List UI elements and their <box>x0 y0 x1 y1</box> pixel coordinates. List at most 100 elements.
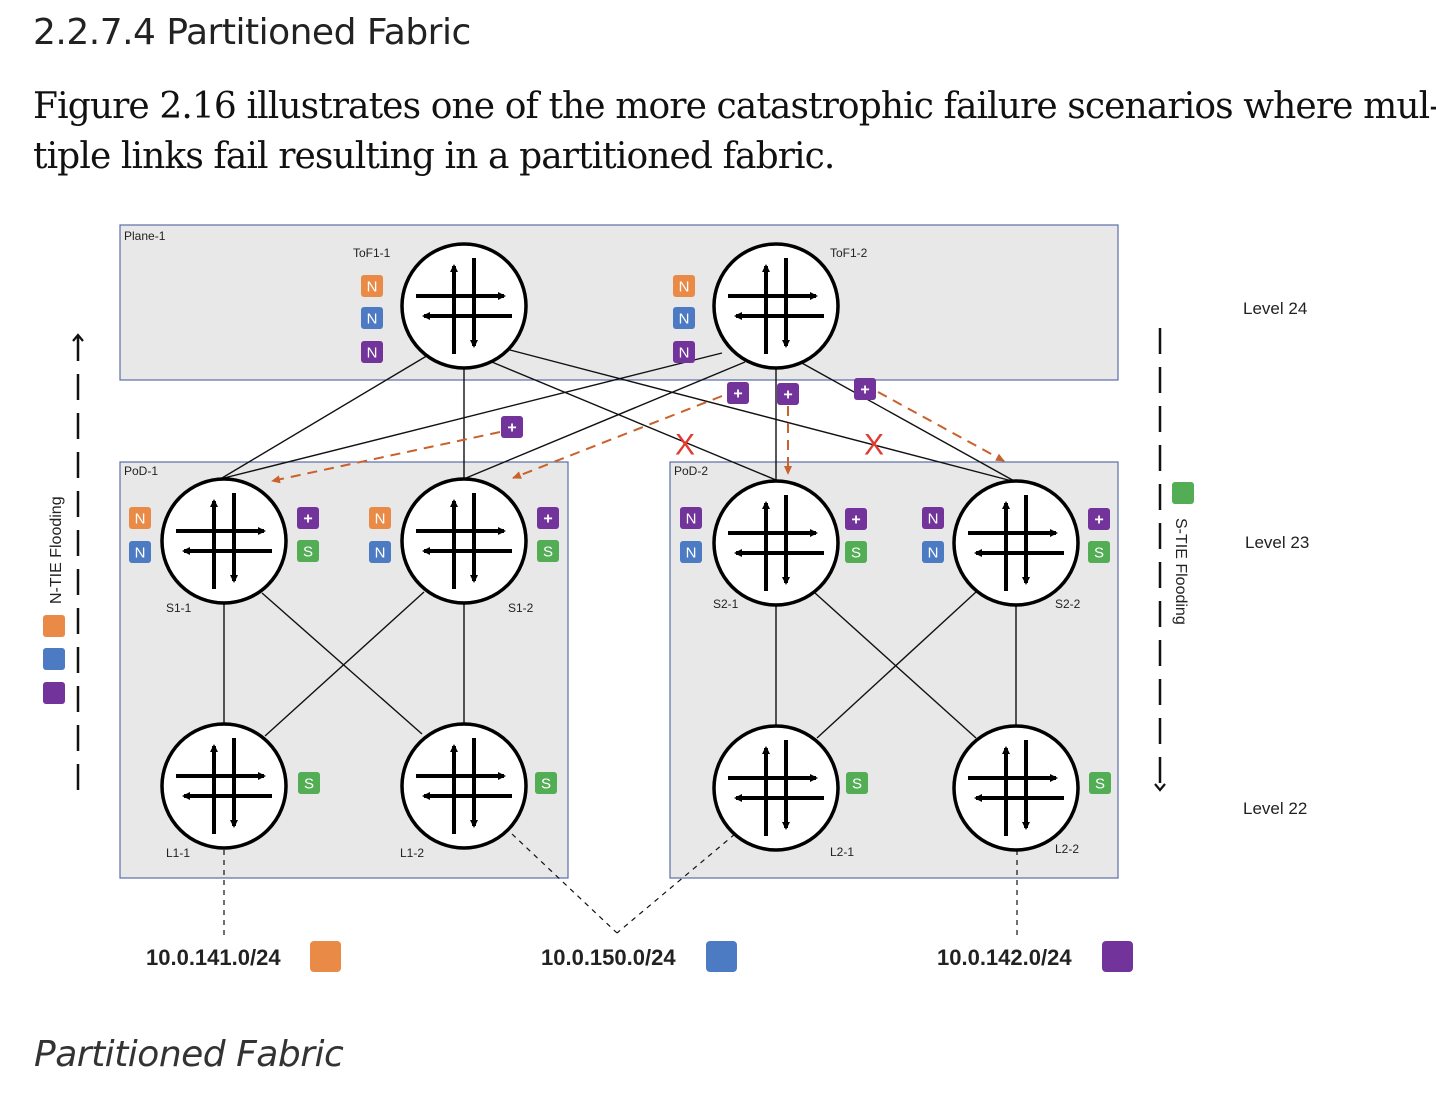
level-22-label: Level 22 <box>1243 799 1307 818</box>
s2-2-badge-n-purple-text: N <box>928 511 939 528</box>
tof1-2-badge-n-blue-text: N <box>679 311 690 328</box>
l2-2-badge-s: S <box>1089 772 1111 794</box>
router-tof1-1 <box>400 242 528 370</box>
tof1-2-label: ToF1-2 <box>830 246 868 260</box>
reflect-plus-badge-4: + <box>854 378 876 400</box>
link-tof1-2-s1-2 <box>465 361 746 479</box>
l1-2-badge-s: S <box>535 772 557 794</box>
s2-1-badge-s-text: S <box>851 545 861 562</box>
s1-2-badge-n-blue: N <box>369 541 391 563</box>
plane-1-box <box>119 224 1119 381</box>
reflect-plus-badge-4-text: + <box>860 382 869 399</box>
l1-1-label: L1-1 <box>166 846 190 860</box>
l2-1-badge-s-text: S <box>852 776 862 793</box>
reflect-plus-badge-1: + <box>501 416 523 438</box>
s1-2-label: S1-2 <box>508 601 534 615</box>
router-tof1-2 <box>712 242 840 370</box>
prefix-links <box>223 833 1018 936</box>
s-tie-reflection-arrows <box>271 391 1005 484</box>
n-tie-purple-swatch <box>43 682 65 704</box>
failed-link-mark-1: X <box>675 429 695 462</box>
tof1-2-badge-n-blue: N <box>673 307 695 329</box>
prefix-10-0-150: 10.0.150.0/24 <box>541 945 676 970</box>
reflection-plus-badges: + + + + <box>501 378 876 438</box>
s1-2-badge-s: S <box>537 540 559 562</box>
prefix-purple-swatch <box>1102 941 1133 972</box>
intro-line-1: Figure 2.16 illustrates one of the more … <box>33 86 1436 127</box>
level-23-label: Level 23 <box>1245 533 1309 552</box>
router-l1-2 <box>400 722 528 850</box>
l2-1-badge-s: S <box>846 772 868 794</box>
link-s1-1-l1-2 <box>261 592 423 735</box>
pod-1-label: PoD-1 <box>124 464 158 478</box>
s2-2-badge-n-purple: N <box>922 507 944 529</box>
s1-2-badge-s-text: S <box>543 544 553 561</box>
s2-2-badge-plus-text: + <box>1094 512 1103 529</box>
router-s1-1 <box>160 477 288 605</box>
tof1-1-badge-n-orange-text: N <box>367 279 378 296</box>
link-s1-2-l1-1 <box>264 591 425 737</box>
failed-link-mark-2: X <box>864 429 884 462</box>
s2-1-badge-s: S <box>845 541 867 563</box>
routers <box>160 242 1080 852</box>
tof1-1-badge-n-purple-text: N <box>367 345 378 362</box>
tof1-1-badge-n-blue: N <box>361 307 383 329</box>
s2-2-badge-n-blue-text: N <box>928 545 939 562</box>
l1-1-badge-s-text: S <box>304 776 314 793</box>
tof1-2-badge-n-purple: N <box>673 341 695 363</box>
reflect-arrow-to-s2-2 <box>877 391 1005 462</box>
prefix-orange-swatch <box>310 941 341 972</box>
s1-1-badge-n-orange-text: N <box>135 511 146 528</box>
tof1-2-badge-n-orange: N <box>673 275 695 297</box>
figure-caption: Partitioned Fabric <box>34 1034 344 1075</box>
router-s1-2 <box>400 477 528 605</box>
s1-1-badge-s: S <box>297 540 319 562</box>
s2-1-badge-n-blue-text: N <box>686 545 697 562</box>
s2-1-badge-n-blue: N <box>680 541 702 563</box>
s1-1-badge-n-blue: N <box>129 541 151 563</box>
router-l1-1 <box>160 722 288 850</box>
reflect-plus-badge-1-text: + <box>507 420 516 437</box>
s1-2-badge-n-blue-text: N <box>375 545 386 562</box>
s2-1-badge-n-purple: N <box>680 507 702 529</box>
s-tie-flooding-label: S-TIE Flooding <box>1172 518 1189 625</box>
reflect-plus-badge-2-text: + <box>733 386 742 403</box>
s2-1-badge-plus-text: + <box>851 512 860 529</box>
tof1-2-badge-n-orange-text: N <box>679 279 690 296</box>
reflect-arrow-to-s1-2 <box>512 395 723 479</box>
s2-2-badge-n-blue: N <box>922 541 944 563</box>
pod-2-label: PoD-2 <box>674 464 708 478</box>
link-tof1-2-s2-2 <box>799 361 1017 483</box>
link-tof1-1-s1-1 <box>221 347 441 479</box>
section-heading: 2.2.7.4 Partitioned Fabric <box>33 12 471 53</box>
s1-1-badge-plus-text: + <box>303 511 312 528</box>
n-tie-flooding-label: N-TIE Flooding <box>48 496 65 604</box>
n-tie-blue-swatch <box>43 648 65 670</box>
router-s2-2 <box>952 479 1080 607</box>
link-s2-2-l2-1 <box>816 591 977 739</box>
s1-2-badge-n-orange: N <box>369 507 391 529</box>
link-tof1-1-s2-1-failed <box>486 359 777 481</box>
tof1-1-badge-n-blue-text: N <box>367 311 378 328</box>
s2-2-badge-s: S <box>1088 541 1110 563</box>
router-l2-1 <box>712 724 840 852</box>
router-s2-1 <box>712 479 840 607</box>
s2-1-label: S2-1 <box>713 597 739 611</box>
s2-2-label: S2-2 <box>1055 597 1081 611</box>
reflect-plus-badge-3: + <box>777 383 799 405</box>
s1-2-badge-plus: + <box>537 507 559 529</box>
tof1-1-badge-n-purple: N <box>361 341 383 363</box>
s2-1-badge-n-purple-text: N <box>686 511 697 528</box>
intro-line-2: tiple links fail resulting in a partitio… <box>33 136 835 177</box>
s1-2-badge-plus-text: + <box>543 511 552 528</box>
prefix-10-0-141: 10.0.141.0/24 <box>146 945 281 970</box>
reflect-arrow-to-s1-1 <box>271 431 501 484</box>
s2-2-badge-plus: + <box>1088 508 1110 530</box>
prefix-link-l1-2 <box>511 833 618 934</box>
tof1-2-badge-n-purple-text: N <box>679 345 690 362</box>
prefix-10-0-142: 10.0.142.0/24 <box>937 945 1072 970</box>
intro-paragraph: Figure 2.16 illustrates one of the more … <box>33 82 1436 182</box>
l2-2-badge-s-text: S <box>1095 776 1105 793</box>
